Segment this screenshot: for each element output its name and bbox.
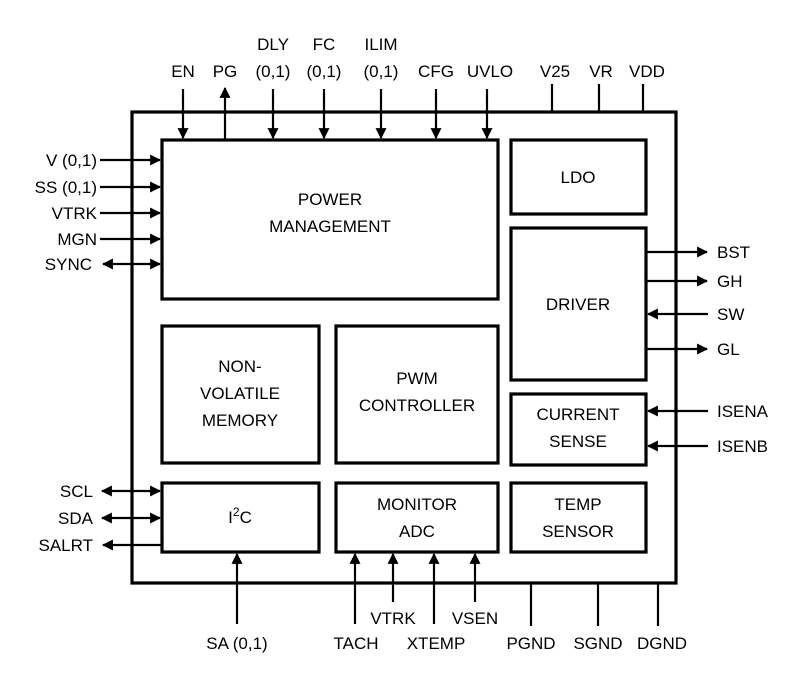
nvm-label-1: NON- — [218, 357, 261, 376]
pin-salrt: SALRT — [39, 536, 94, 555]
pin-fc-index: (0,1) — [307, 62, 342, 81]
pin-sync: SYNC — [45, 255, 92, 274]
pin-tach: TACH — [333, 634, 378, 653]
temp-sensor-block — [509, 481, 648, 554]
pin-scl: SCL — [60, 482, 93, 501]
monitor-adc-label-1: MONITOR — [377, 495, 457, 514]
power-management-block — [160, 138, 500, 301]
pin-xtemp: XTEMP — [407, 634, 466, 653]
pin-sa01: SA (0,1) — [206, 634, 267, 653]
pin-v01: V (0,1) — [46, 151, 97, 170]
power-management-label-2: MANAGEMENT — [269, 217, 391, 236]
pin-bst: BST — [717, 243, 750, 262]
pin-sgnd: SGND — [573, 634, 622, 653]
pin-vtrk-bottom: VTRK — [370, 609, 416, 628]
i2c-block — [160, 481, 321, 554]
pin-dgnd: DGND — [637, 634, 687, 653]
monitor-adc-label-2: ADC — [399, 522, 435, 541]
nvm-label-3: MEMORY — [202, 411, 278, 430]
pin-pg: PG — [213, 62, 238, 81]
pin-isenb: ISENB — [717, 437, 768, 456]
i2c-label: I2C — [228, 505, 252, 527]
pin-mgn: MGN — [57, 230, 97, 249]
i2c-label-suffix: C — [240, 508, 252, 527]
current-sense-label-1: CURRENT — [536, 405, 619, 424]
pin-gh: GH — [717, 272, 743, 291]
pin-pgnd: PGND — [506, 634, 555, 653]
pwm-controller-block — [334, 324, 500, 465]
nvm-label-2: VOLATILE — [200, 384, 280, 403]
driver-label: DRIVER — [546, 295, 610, 314]
pin-vtrk-left: VTRK — [52, 204, 98, 223]
pin-v25: V25 — [540, 62, 570, 81]
temp-sensor-label-2: SENSOR — [542, 522, 614, 541]
temp-sensor-label-1: TEMP — [554, 495, 601, 514]
nvm-block — [160, 324, 321, 465]
i2c-label-superscript: 2 — [233, 505, 240, 519]
current-sense-block — [509, 392, 648, 467]
pin-vsen: VSEN — [452, 609, 498, 628]
pin-dly-index: (0,1) — [256, 62, 291, 81]
driver-block — [509, 226, 648, 382]
pin-gl: GL — [717, 340, 740, 359]
pin-ilim-index: (0,1) — [364, 62, 399, 81]
pin-uvlo: UVLO — [467, 62, 513, 81]
pin-dly: DLY — [257, 35, 289, 54]
pin-sda: SDA — [58, 509, 94, 528]
i2c-label-prefix: I — [228, 508, 233, 527]
pwm-label-1: PWM — [396, 369, 438, 388]
current-sense-label-2: SENSE — [549, 432, 607, 451]
pin-fc: FC — [313, 35, 336, 54]
ldo-block — [509, 138, 648, 216]
power-management-label-1: POWER — [298, 190, 362, 209]
pin-cfg: CFG — [418, 62, 454, 81]
pin-vr: VR — [589, 62, 613, 81]
pin-en: EN — [171, 62, 195, 81]
pin-ilim: ILIM — [364, 35, 397, 54]
pin-isena: ISENA — [717, 402, 769, 421]
pin-vdd: VDD — [629, 62, 665, 81]
chip-outline — [130, 110, 678, 585]
pwm-label-2: CONTROLLER — [359, 396, 475, 415]
ldo-label: LDO — [561, 168, 596, 187]
monitor-adc-block — [334, 481, 500, 554]
pin-ss01: SS (0,1) — [35, 178, 97, 197]
pin-sw: SW — [717, 305, 744, 324]
